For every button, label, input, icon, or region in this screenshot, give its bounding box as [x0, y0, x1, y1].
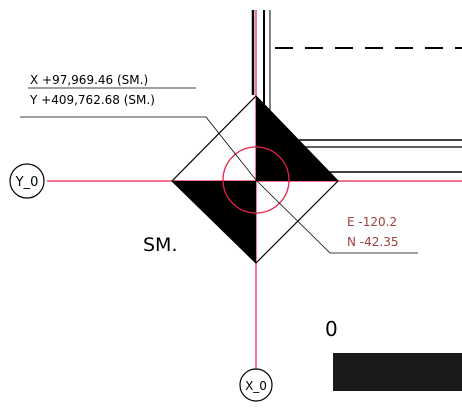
y-coordinate-label: Y +409,762.68 (SM.) [29, 93, 155, 107]
grid-bubble-x-label: X_0 [245, 379, 267, 393]
grid-bubble-y[interactable]: Y_0 [9, 163, 45, 199]
grid-bubble-y-label: Y_0 [15, 175, 39, 190]
leader-lines [20, 87, 418, 254]
coordinate-leader [20, 116, 257, 181]
northing-offset-label: N -42.35 [347, 235, 398, 249]
x-coordinate-label: X +97,969.46 (SM.) [30, 73, 148, 87]
marker-center-circle [222, 146, 290, 214]
offset-leader [255, 179, 418, 254]
easting-offset-label: E -120.2 [347, 215, 397, 229]
survey-marker [171, 95, 339, 264]
marker-code-label: SM. [143, 234, 178, 256]
grid-bubble-y-circle [9, 163, 45, 199]
grid-bubble-x-circle [239, 368, 273, 402]
zero-label: 0 [325, 317, 338, 341]
marker-fill-lower-left [172, 181, 256, 263]
marker-fill-upper-right [256, 96, 338, 181]
grid-bubble-x[interactable]: X_0 [239, 368, 273, 402]
scale-bar [333, 353, 462, 391]
